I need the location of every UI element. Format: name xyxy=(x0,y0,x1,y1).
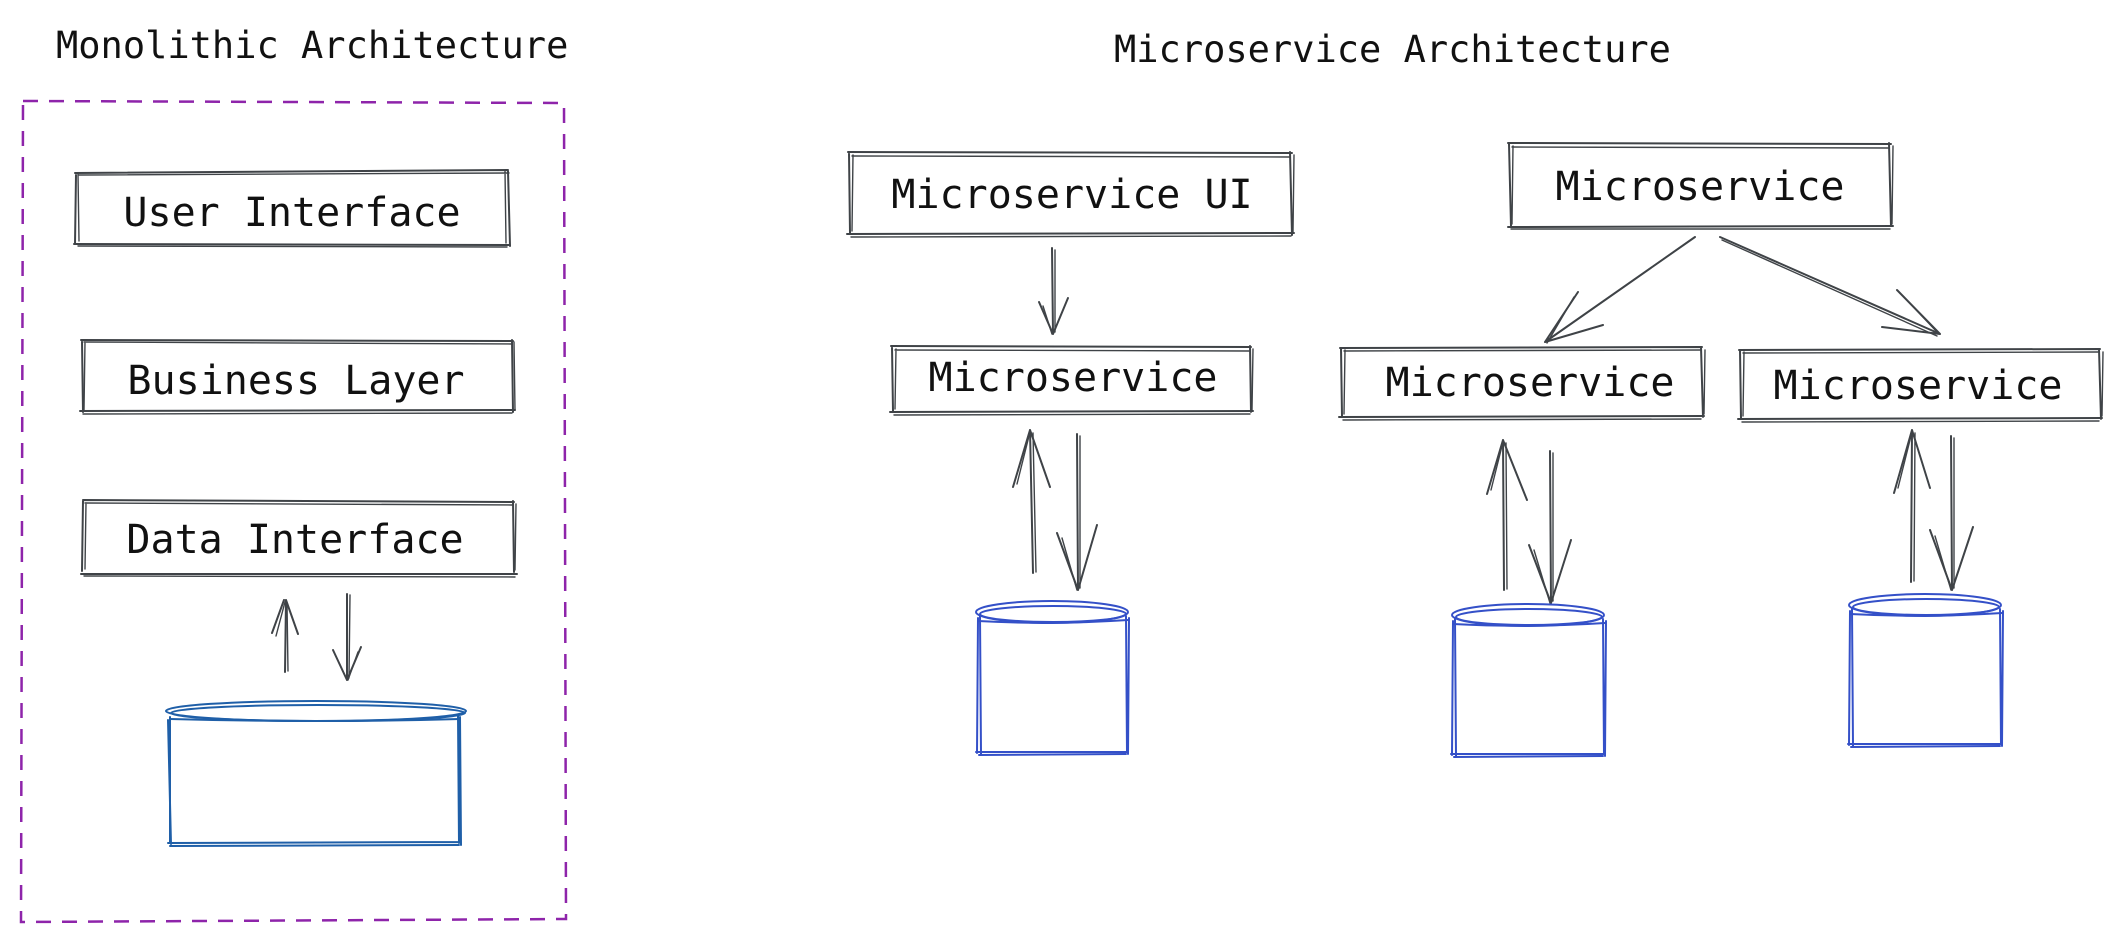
service-right-arrow-down xyxy=(1929,435,1974,591)
service-middle-database xyxy=(1450,603,1607,758)
service-middle-box: Microservice xyxy=(1338,346,1706,421)
service-right-database xyxy=(1847,593,2004,748)
top-to-middle-arrow xyxy=(1544,236,1696,344)
service-left-label: Microservice xyxy=(929,355,1218,401)
microservice-group: Microservice UI Microservice Microservic… xyxy=(846,142,2104,758)
top-service-label: Microservice xyxy=(1556,164,1845,210)
ui-to-service-arrow xyxy=(1038,247,1069,335)
service-right-box: Microservice xyxy=(1737,348,2104,423)
monolith-arrow-down xyxy=(332,593,362,681)
service-left-box: Microservice xyxy=(889,345,1254,416)
top-to-right-arrow xyxy=(1719,236,1941,337)
service-left-database xyxy=(975,600,1130,756)
monolith-arrow-up xyxy=(271,599,299,673)
business-layer-box: Business Layer xyxy=(79,339,516,415)
service-right-arrow-up xyxy=(1893,429,1931,583)
user-interface-box: User Interface xyxy=(73,169,511,248)
microservice-title: Microservice Architecture xyxy=(1114,28,1671,71)
microservice-ui-label: Microservice UI xyxy=(891,172,1252,218)
data-interface-label: Data Interface xyxy=(126,517,463,563)
service-middle-arrow-up xyxy=(1486,439,1528,591)
service-left-arrow-up xyxy=(1012,429,1051,574)
service-middle-label: Microservice xyxy=(1386,360,1675,406)
business-layer-label: Business Layer xyxy=(127,358,464,404)
microservice-ui-box: Microservice UI xyxy=(846,151,1295,238)
service-middle-arrow-down xyxy=(1528,450,1572,604)
service-right-label: Microservice xyxy=(1774,363,2063,409)
monolith-group: User Interface Business Layer Data Inter… xyxy=(19,99,568,924)
monolith-dashed-frame xyxy=(19,99,568,924)
service-left-arrow-down xyxy=(1056,433,1098,591)
monolith-database xyxy=(165,700,467,847)
data-interface-box: Data Interface xyxy=(80,499,518,578)
top-service-box: Microservice xyxy=(1507,142,1894,230)
monolithic-title: Monolithic Architecture xyxy=(56,24,568,67)
user-interface-label: User Interface xyxy=(123,190,460,236)
